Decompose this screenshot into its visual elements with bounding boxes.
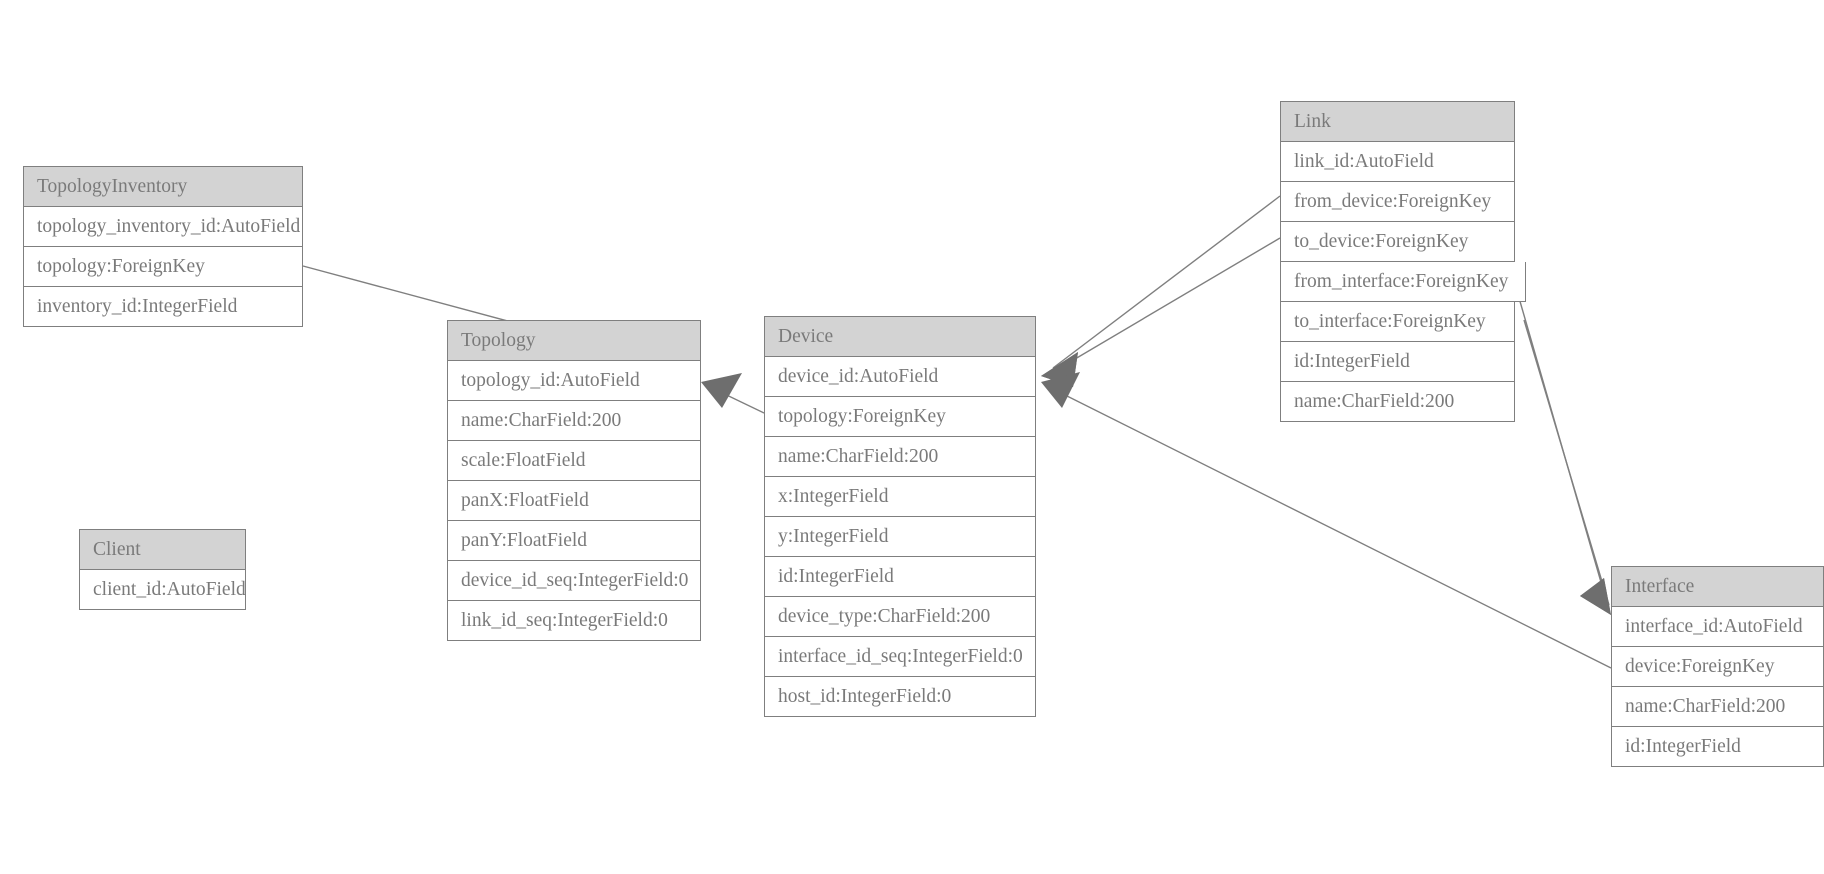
entity-field-row: device_id_seq:IntegerField:0 bbox=[448, 561, 700, 601]
entity-title: Interface bbox=[1612, 567, 1823, 607]
entity-field-row: to_device:ForeignKey bbox=[1281, 222, 1514, 262]
entity-field-row: device_type:CharField:200 bbox=[765, 597, 1035, 637]
entity-field-row: client_id:AutoField bbox=[80, 570, 246, 610]
entity-field-row: device_id:AutoField bbox=[765, 357, 1035, 397]
entity-field-row: id:IntegerField bbox=[765, 557, 1035, 597]
edge-link-to-interface bbox=[1523, 319, 1611, 615]
entity-device[interactable]: Device device_id:AutoField topology:Fore… bbox=[764, 316, 1036, 717]
edge-link-from-device bbox=[1041, 195, 1281, 387]
entity-field-row: from_device:ForeignKey bbox=[1281, 182, 1514, 222]
entity-field-row: inventory_id:IntegerField bbox=[24, 287, 302, 327]
entity-topology-inventory[interactable]: TopologyInventory topology_inventory_id:… bbox=[23, 166, 303, 327]
entity-field-row: id:IntegerField bbox=[1281, 342, 1514, 382]
entity-field-row: name:CharField:200 bbox=[1612, 687, 1823, 727]
entity-field-row: from_interface:ForeignKey bbox=[1281, 262, 1526, 302]
entity-title: Device bbox=[765, 317, 1035, 357]
edge-link-to-device bbox=[1041, 237, 1281, 387]
entity-field-row: name:CharField:200 bbox=[765, 437, 1035, 477]
entity-title: TopologyInventory bbox=[24, 167, 302, 207]
entity-field-row: scale:FloatField bbox=[448, 441, 700, 481]
entity-client[interactable]: Client client_id:AutoField bbox=[79, 529, 246, 610]
entity-field-row: id:IntegerField bbox=[1612, 727, 1823, 767]
edge-device-topology bbox=[701, 373, 765, 414]
entity-field-row: name:CharField:200 bbox=[448, 401, 700, 441]
entity-title: Link bbox=[1281, 102, 1514, 142]
entity-field-row: y:IntegerField bbox=[765, 517, 1035, 557]
entity-field-row: topology_inventory_id:AutoField bbox=[24, 207, 302, 247]
entity-field-row: link_id:AutoField bbox=[1281, 142, 1514, 182]
entity-field-row: panX:FloatField bbox=[448, 481, 700, 521]
entity-field-row: host_id:IntegerField:0 bbox=[765, 677, 1035, 717]
edge-link-from-interface bbox=[1514, 283, 1611, 615]
entity-field-row: to_interface:ForeignKey bbox=[1281, 302, 1514, 342]
entity-field-row: topology:ForeignKey bbox=[24, 247, 302, 287]
entity-field-row: interface_id:AutoField bbox=[1612, 607, 1823, 647]
entity-field-row: device:ForeignKey bbox=[1612, 647, 1823, 687]
entity-field-row: link_id_seq:IntegerField:0 bbox=[448, 601, 700, 641]
entity-field-row: interface_id_seq:IntegerField:0 bbox=[765, 637, 1035, 677]
entity-title: Topology bbox=[448, 321, 700, 361]
entity-field-row: topology:ForeignKey bbox=[765, 397, 1035, 437]
entity-field-row: x:IntegerField bbox=[765, 477, 1035, 517]
entity-link[interactable]: Link link_id:AutoField from_device:Forei… bbox=[1280, 101, 1526, 422]
entity-field-row: name:CharField:200 bbox=[1281, 382, 1514, 422]
entity-topology[interactable]: Topology topology_id:AutoField name:Char… bbox=[447, 320, 701, 641]
entity-title: Client bbox=[80, 530, 245, 570]
entity-field-row: panY:FloatField bbox=[448, 521, 700, 561]
entity-field-row: topology_id:AutoField bbox=[448, 361, 700, 401]
entity-interface[interactable]: Interface interface_id:AutoField device:… bbox=[1611, 566, 1824, 767]
